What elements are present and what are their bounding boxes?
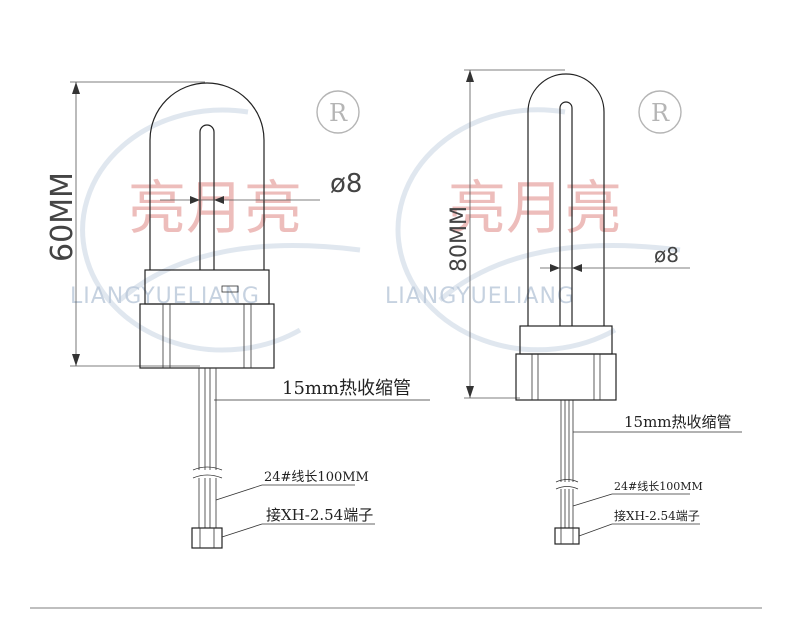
right-connector (554, 527, 580, 545)
right-diameter-label: ø8 (654, 243, 679, 267)
right-diameter-dimension: ø8 (540, 243, 690, 272)
svg-text:R: R (651, 99, 670, 127)
right-tube-label: 15mm热收缩管 (624, 413, 732, 431)
left-wires (192, 368, 223, 528)
left-height-dimension: 60MM (45, 81, 205, 367)
watermark-romanized-left: LIANGYUELIANG (70, 284, 260, 309)
right-base-lower (515, 353, 617, 401)
right-filament (559, 101, 573, 326)
right-wires (555, 400, 579, 528)
left-diameter-dimension: ø8 (160, 169, 362, 204)
right-lamp: 80MM ø8 (447, 69, 742, 545)
left-diameter-label: ø8 (330, 169, 362, 199)
right-glass-bulb (527, 73, 605, 326)
left-base-lower (139, 303, 275, 369)
right-height-dimension: 80MM (447, 69, 565, 399)
watermark-brand-right: 亮月亮 (448, 174, 622, 242)
left-connector-label: 接XH-2.54端子 (266, 506, 373, 524)
watermark-right: 亮月亮 LIANGYUELIANG R (385, 90, 682, 353)
left-base-notch (221, 285, 239, 293)
left-connector (191, 527, 223, 549)
left-wire-label: 24#线长100MM (264, 470, 369, 485)
left-glass-bulb (149, 82, 265, 270)
watermark-left: 亮月亮 LIANGYUELIANG R (70, 90, 361, 353)
registered-mark-right: R (638, 90, 682, 134)
right-connector-label: 接XH-2.54端子 (614, 508, 700, 523)
watermark-romanized-right: LIANGYUELIANG (385, 284, 575, 309)
right-wire-label: 24#线长100MM (614, 479, 703, 493)
left-height-label: 60MM (45, 172, 80, 262)
registered-mark-left: R (316, 90, 360, 134)
left-filament (199, 124, 215, 270)
watermark-brand-left: 亮月亮 (128, 174, 302, 242)
right-height-label: 80MM (447, 206, 472, 272)
left-lamp: 60MM ø8 (45, 81, 430, 549)
svg-text:R: R (329, 99, 348, 127)
left-tube-label: 15mm热收缩管 (282, 378, 411, 399)
